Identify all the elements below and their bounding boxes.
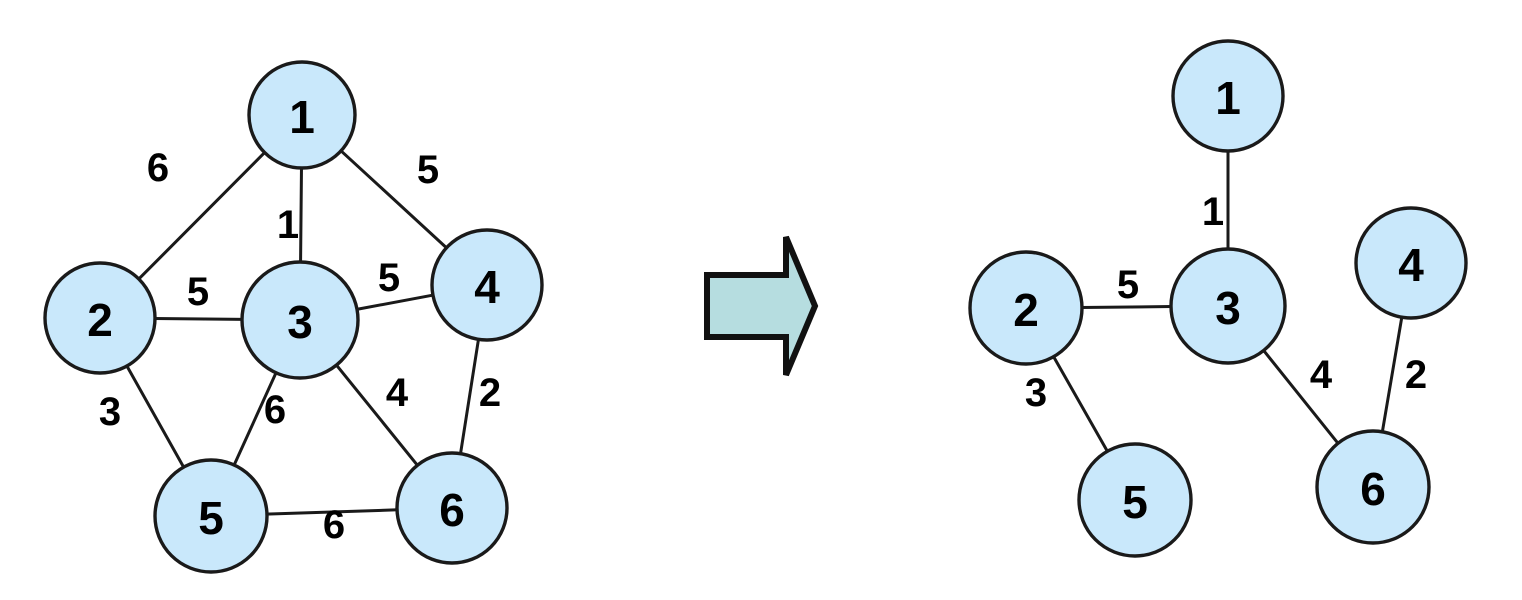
edge-weight-source-graph-4-6: 2 xyxy=(479,371,501,415)
edge-weight-result-graph-3-6: 4 xyxy=(1310,353,1333,397)
graph-edge-result-graph-2-3 xyxy=(1079,305,1174,309)
edge-weight-source-graph-1-3: 1 xyxy=(277,203,299,247)
graph-node-result-graph-5[interactable]: 5 xyxy=(1077,442,1193,558)
graph-node-source-graph-5[interactable]: 5 xyxy=(153,458,269,574)
node-label-1: 1 xyxy=(1215,72,1241,124)
node-label-4: 4 xyxy=(1398,239,1424,291)
result-graph-node-layer: 1 2 3 4 5 6 xyxy=(968,39,1468,558)
graph-edge-source-graph-1-3 xyxy=(299,165,303,265)
edge-weight-source-graph-3-6: 4 xyxy=(386,371,409,415)
node-label-2: 2 xyxy=(1013,284,1039,336)
graph-node-source-graph-1[interactable]: 1 xyxy=(247,60,357,170)
node-circle-3[interactable] xyxy=(240,260,360,380)
edge-weight-result-graph-1-3: 1 xyxy=(1202,190,1224,234)
graph-node-result-graph-1[interactable]: 1 xyxy=(1171,39,1285,153)
node-circle-4[interactable] xyxy=(1354,206,1468,320)
node-circle-2[interactable] xyxy=(968,250,1084,366)
edge-weight-source-graph-1-2: 6 xyxy=(147,146,169,190)
graph-edge-source-graph-4-6 xyxy=(458,336,481,457)
transform-arrow-icon xyxy=(704,235,819,377)
node-circle-5[interactable] xyxy=(153,458,269,574)
node-circle-2[interactable] xyxy=(43,261,157,375)
graph-edge-source-graph-3-4 xyxy=(354,293,436,312)
edge-weight-source-graph-5-6: 6 xyxy=(323,503,345,547)
node-label-5: 5 xyxy=(1122,476,1148,528)
node-label-2: 2 xyxy=(87,294,113,346)
graph-edge-source-graph-2-5 xyxy=(124,363,186,470)
edge-weight-result-graph-2-5: 3 xyxy=(1025,371,1047,415)
graph-node-result-graph-4[interactable]: 4 xyxy=(1354,206,1468,320)
node-label-5: 5 xyxy=(198,492,224,544)
graph-node-source-graph-2[interactable]: 2 xyxy=(43,261,157,375)
edge-weight-source-graph-3-5: 6 xyxy=(264,388,286,432)
edge-weight-result-graph-2-3: 5 xyxy=(1117,263,1139,307)
node-circle-4[interactable] xyxy=(430,228,544,342)
node-label-3: 3 xyxy=(1215,282,1241,334)
graph-node-result-graph-2[interactable]: 2 xyxy=(968,250,1084,366)
graph-node-source-graph-4[interactable]: 4 xyxy=(430,228,544,342)
source-graph-weight-layer: 6 1 5 5 3 5 6 4 2 6 xyxy=(99,146,501,547)
source-graph-edge-layer xyxy=(124,148,481,516)
source-graph-node-layer: 1 2 3 4 5 6 xyxy=(43,60,544,574)
node-circle-6[interactable] xyxy=(1315,429,1431,545)
node-circle-6[interactable] xyxy=(395,451,509,565)
graph-edge-source-graph-3-5 xyxy=(232,370,278,468)
node-label-4: 4 xyxy=(474,261,500,313)
node-label-6: 6 xyxy=(1360,463,1386,515)
edge-weight-source-graph-1-4: 5 xyxy=(417,148,439,192)
graph-edge-source-graph-3-6 xyxy=(334,362,420,468)
edge-weight-source-graph-3-4: 5 xyxy=(378,256,400,300)
graph-edge-source-graph-1-4 xyxy=(338,148,449,250)
graph-node-result-graph-6[interactable]: 6 xyxy=(1315,429,1431,545)
graph-edge-result-graph-3-6 xyxy=(1261,348,1341,446)
graph-node-source-graph-3[interactable]: 3 xyxy=(240,260,360,380)
graph-edge-source-graph-2-3 xyxy=(152,317,245,321)
node-label-3: 3 xyxy=(287,296,313,348)
graph-edge-result-graph-2-5 xyxy=(1051,354,1110,454)
graph-edge-source-graph-5-6 xyxy=(264,508,400,516)
node-circle-3[interactable] xyxy=(1169,247,1287,365)
node-label-1: 1 xyxy=(289,91,315,143)
result-graph-weight-layer: 1 5 3 4 2 xyxy=(1025,190,1427,415)
edge-weight-source-graph-2-5: 3 xyxy=(99,390,121,434)
edge-weight-source-graph-2-3: 5 xyxy=(187,270,209,314)
node-circle-1[interactable] xyxy=(1171,39,1285,153)
node-label-6: 6 xyxy=(439,484,465,536)
graph-node-result-graph-3[interactable]: 3 xyxy=(1169,247,1287,365)
edge-weight-result-graph-4-6: 2 xyxy=(1405,353,1427,397)
result-graph-edge-layer xyxy=(1051,148,1404,454)
node-circle-5[interactable] xyxy=(1077,442,1193,558)
graph-edge-result-graph-4-6 xyxy=(1380,314,1404,435)
graph-node-source-graph-6[interactable]: 6 xyxy=(395,451,509,565)
graph-edge-source-graph-1-2 xyxy=(136,150,267,282)
node-circle-1[interactable] xyxy=(247,60,357,170)
transform-arrow-layer xyxy=(704,235,819,377)
